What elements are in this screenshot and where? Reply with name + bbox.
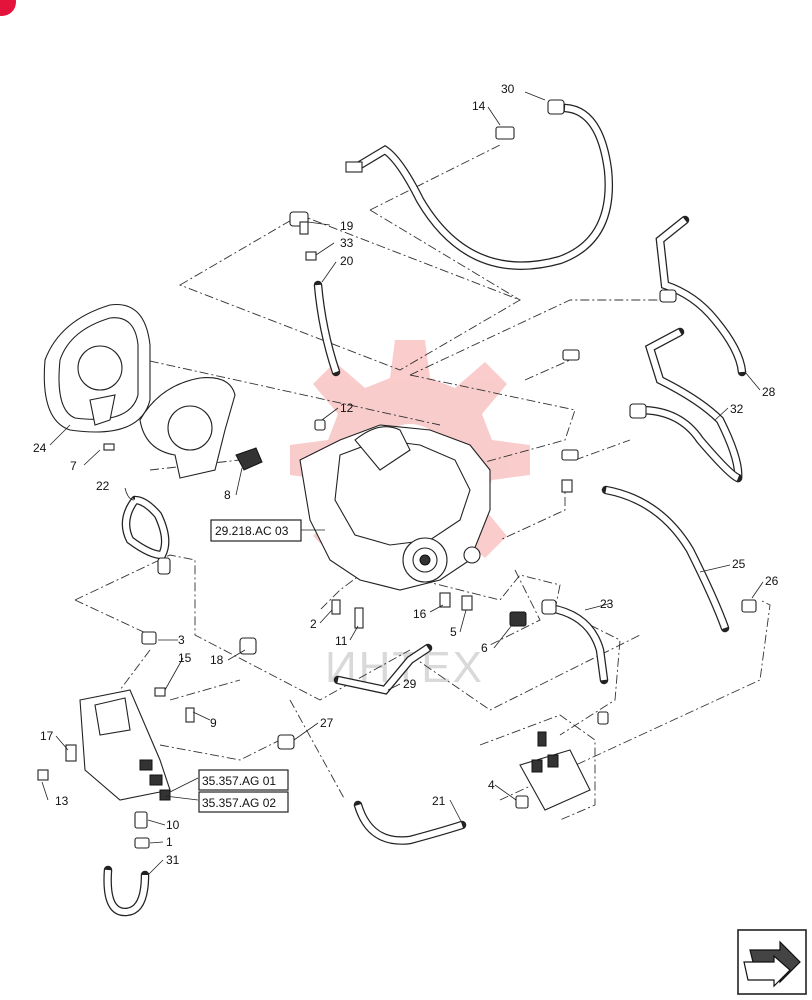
tube-29 bbox=[333, 643, 433, 695]
ref-35-357-ag-02[interactable]: 35.357.AG 02 bbox=[198, 791, 289, 813]
callout-12: 12 bbox=[340, 401, 354, 415]
fitting-10 bbox=[134, 811, 148, 829]
callout-32: 32 bbox=[730, 402, 744, 416]
hose-20 bbox=[313, 280, 341, 377]
callout-22: 22 bbox=[96, 479, 110, 493]
hose-22 bbox=[121, 495, 171, 575]
callout-24: 24 bbox=[33, 441, 47, 455]
callout-3: 3 bbox=[178, 633, 185, 647]
svg-text:35.357.AG 02: 35.357.AG 02 bbox=[202, 796, 276, 810]
fitting-3 bbox=[141, 631, 157, 645]
flywheel-housing bbox=[43, 303, 151, 433]
hose-25 bbox=[561, 479, 730, 633]
callout-19: 19 bbox=[340, 219, 354, 233]
fitting-5 bbox=[461, 595, 473, 611]
callout-29: 29 bbox=[403, 677, 417, 691]
callout-31: 31 bbox=[166, 853, 180, 867]
fitting-16 bbox=[439, 592, 451, 608]
pin-9 bbox=[185, 707, 195, 723]
callout-30: 30 bbox=[501, 82, 515, 96]
bolt-11 bbox=[354, 607, 364, 629]
svg-text:29.218.AC 03: 29.218.AC 03 bbox=[215, 524, 289, 538]
clamp-33 bbox=[305, 251, 317, 261]
coupling-8 bbox=[235, 447, 263, 471]
callout-2: 2 bbox=[310, 617, 317, 631]
bolt-2 bbox=[331, 599, 341, 615]
bolt-15 bbox=[154, 687, 166, 697]
callout-11: 11 bbox=[335, 634, 348, 648]
callout-4: 4 bbox=[488, 778, 495, 792]
callout-26: 26 bbox=[765, 574, 779, 588]
callout-17: 17 bbox=[40, 729, 54, 743]
callout-1: 1 bbox=[166, 835, 173, 849]
corner-badge bbox=[0, 0, 16, 16]
callout-20: 20 bbox=[340, 254, 354, 268]
washer-17 bbox=[65, 744, 77, 762]
fitting-14 bbox=[495, 126, 515, 140]
arrow-next-icon[interactable] bbox=[737, 929, 807, 995]
callout-33: 33 bbox=[340, 236, 354, 250]
adapter-plate bbox=[139, 377, 236, 479]
hose-30 bbox=[345, 99, 614, 270]
callout-labels: 30 14 19 33 20 12 28 32 24 7 8 22 25 26 … bbox=[33, 82, 779, 867]
hose-32 bbox=[629, 327, 743, 483]
bolt-7 bbox=[103, 443, 115, 451]
control-valve bbox=[79, 689, 171, 801]
fitting-32a bbox=[561, 449, 579, 461]
assembly-lines bbox=[74, 144, 771, 821]
fitting-26 bbox=[741, 599, 757, 613]
leader-lines bbox=[41, 91, 764, 876]
callout-13: 13 bbox=[55, 794, 69, 808]
callout-7: 7 bbox=[70, 459, 77, 473]
callout-23: 23 bbox=[600, 597, 614, 611]
hose-23 bbox=[541, 599, 609, 725]
callout-27: 27 bbox=[320, 716, 334, 730]
callout-14: 14 bbox=[472, 99, 486, 113]
clamp-1 bbox=[134, 837, 150, 849]
hose-28 bbox=[655, 215, 747, 377]
elbow-fitting-19 bbox=[289, 211, 309, 235]
hose-31 bbox=[103, 865, 150, 917]
bolt-12 bbox=[314, 419, 326, 431]
fitting-4 bbox=[515, 795, 529, 809]
callout-9: 9 bbox=[210, 716, 217, 730]
valve-block bbox=[519, 731, 591, 811]
callout-8: 8 bbox=[224, 488, 231, 502]
hose-21 bbox=[277, 734, 467, 845]
pump-assembly bbox=[299, 424, 491, 591]
nut-13 bbox=[37, 769, 49, 781]
fitting-6 bbox=[509, 611, 527, 627]
fitting-28a bbox=[562, 349, 580, 361]
callout-6: 6 bbox=[481, 641, 488, 655]
callout-5: 5 bbox=[450, 625, 457, 639]
callout-21: 21 bbox=[432, 794, 446, 808]
callout-28: 28 bbox=[762, 385, 776, 399]
callout-18: 18 bbox=[210, 653, 224, 667]
svg-text:35.357.AG 01: 35.357.AG 01 bbox=[202, 774, 276, 788]
ref-35-357-ag-01[interactable]: 35.357.AG 01 bbox=[198, 769, 289, 791]
callout-16: 16 bbox=[413, 607, 427, 621]
callout-10: 10 bbox=[166, 818, 180, 832]
ref-29-218-ac-03[interactable]: 29.218.AC 03 bbox=[210, 519, 302, 542]
fitting-18 bbox=[239, 637, 257, 655]
callout-15: 15 bbox=[178, 651, 192, 665]
callout-25: 25 bbox=[732, 557, 746, 571]
